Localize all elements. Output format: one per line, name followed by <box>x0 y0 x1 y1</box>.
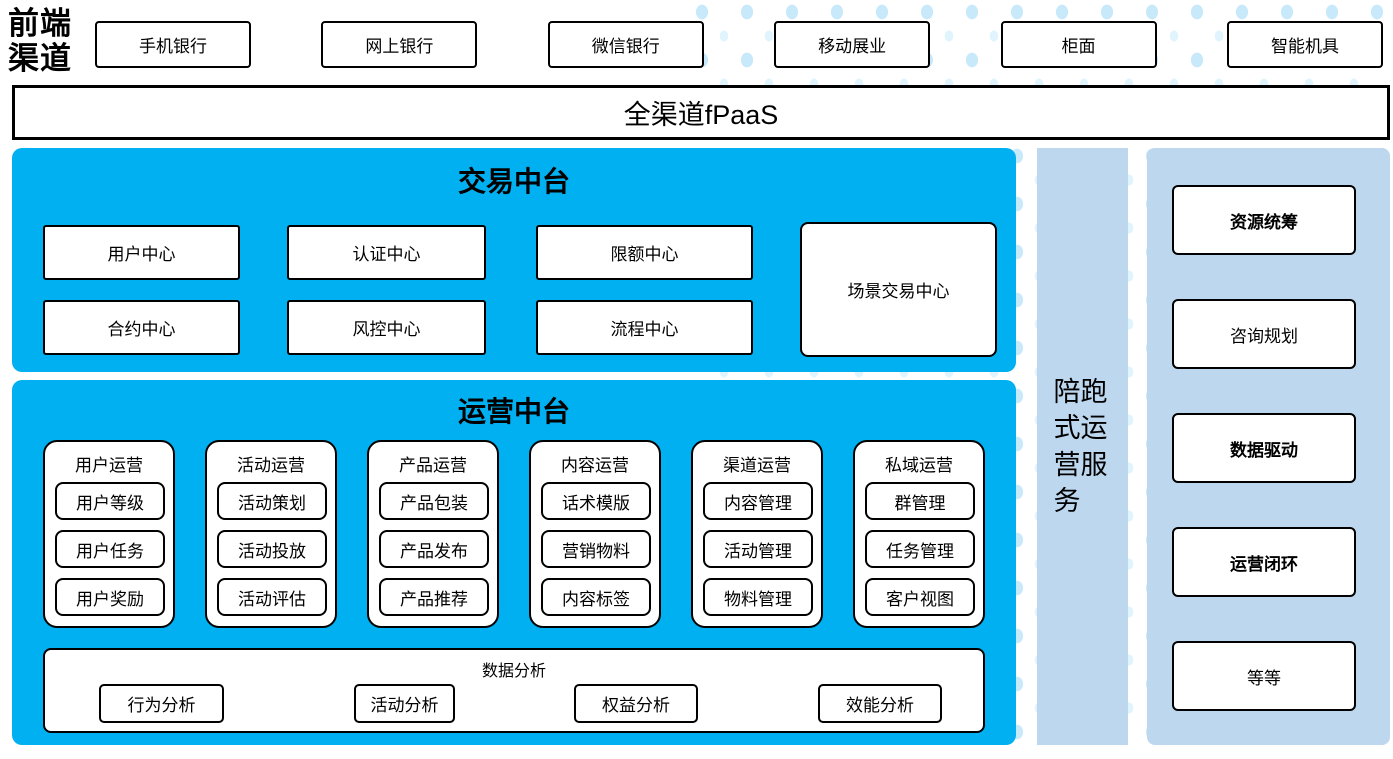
ops-closed-loop-box: 运营闭环 <box>1172 527 1356 597</box>
group-item: 活动管理 <box>703 530 813 568</box>
fpaas-bar: 全渠道fPaaS <box>12 85 1390 140</box>
channel-mobile-banking: 手机银行 <box>95 21 251 68</box>
group-item: 用户任务 <box>55 530 165 568</box>
group-product-ops: 产品运营 产品包装 产品发布 产品推荐 <box>367 440 499 628</box>
right-service-panel: 资源统筹 咨询规划 数据驱动 运营闭环 等等 <box>1147 148 1390 745</box>
ops-platform-title: 运营中台 <box>457 396 570 427</box>
group-title: 渠道运营 <box>723 456 791 475</box>
etc-box: 等等 <box>1172 641 1356 711</box>
group-item: 产品包装 <box>379 482 489 520</box>
group-item: 活动评估 <box>217 578 327 616</box>
scene-trade-center-box: 场景交易中心 <box>800 222 997 357</box>
data-analysis-box: 数据分析 行为分析 活动分析 权益分析 效能分析 <box>43 648 985 733</box>
group-activity-ops: 活动运营 活动策划 活动投放 活动评估 <box>205 440 337 628</box>
front-channels-label: 前端渠道 <box>8 6 72 77</box>
contract-center-box: 合约中心 <box>43 300 240 355</box>
activity-analysis-box: 活动分析 <box>354 684 455 723</box>
group-item: 话术模版 <box>541 482 651 520</box>
group-user-ops: 用户运营 用户等级 用户任务 用户奖励 <box>43 440 175 628</box>
limit-center-box: 限额中心 <box>536 225 753 280</box>
risk-center-box: 风控中心 <box>287 300 486 355</box>
channel-smart-devices: 智能机具 <box>1226 21 1383 68</box>
group-title: 活动运营 <box>237 456 305 475</box>
group-item: 活动投放 <box>217 530 327 568</box>
group-item: 用户等级 <box>55 482 165 520</box>
channel-row: 手机银行 网上银行 微信银行 移动展业 柜面 智能机具 <box>95 21 1383 68</box>
ops-platform-panel: 运营中台 用户运营 用户等级 用户任务 用户奖励 活动运营 活动策划 活动投放 … <box>12 380 1016 745</box>
data-analysis-title: 数据分析 <box>481 663 546 680</box>
group-channel-ops: 渠道运营 内容管理 活动管理 物料管理 <box>691 440 823 628</box>
group-title: 用户运营 <box>75 456 143 475</box>
process-center-box: 流程中心 <box>536 300 753 355</box>
consulting-planning-box: 咨询规划 <box>1172 299 1356 369</box>
behavior-analysis-box: 行为分析 <box>99 684 224 723</box>
resource-coordination-box: 资源统筹 <box>1172 185 1356 255</box>
group-title: 产品运营 <box>399 456 467 475</box>
channel-wechat-banking: 微信银行 <box>547 21 704 68</box>
group-item: 营销物料 <box>541 530 651 568</box>
group-content-ops: 内容运营 话术模版 营销物料 内容标签 <box>529 440 661 628</box>
group-item: 产品发布 <box>379 530 489 568</box>
group-item: 内容标签 <box>541 578 651 616</box>
rights-analysis-box: 权益分析 <box>574 684 698 723</box>
group-item: 产品推荐 <box>379 578 489 616</box>
group-title: 私域运营 <box>885 456 953 475</box>
group-item: 物料管理 <box>703 578 813 616</box>
channel-online-banking: 网上银行 <box>321 21 478 68</box>
efficiency-analysis-box: 效能分析 <box>818 684 942 723</box>
group-item: 内容管理 <box>703 482 813 520</box>
group-item: 客户视图 <box>865 578 975 616</box>
group-item: 活动策划 <box>217 482 327 520</box>
side-service-bar: 陪跑式运营服务 <box>1037 148 1128 745</box>
data-driven-box: 数据驱动 <box>1172 413 1356 483</box>
group-item: 任务管理 <box>865 530 975 568</box>
trade-platform-title: 交易中台 <box>457 166 570 197</box>
group-title: 内容运营 <box>561 456 629 475</box>
auth-center-box: 认证中心 <box>287 225 486 280</box>
channel-counter: 柜面 <box>1000 21 1157 68</box>
group-private-domain-ops: 私域运营 群管理 任务管理 客户视图 <box>853 440 985 628</box>
user-center-box: 用户中心 <box>43 225 240 280</box>
channel-mobile-outreach: 移动展业 <box>774 21 931 68</box>
side-service-label: 陪跑式运营服务 <box>1053 376 1108 516</box>
group-item: 群管理 <box>865 482 975 520</box>
trade-platform-panel: 交易中台 用户中心 认证中心 限额中心 合约中心 风控中心 流程中心 场景交易中… <box>12 148 1016 372</box>
group-item: 用户奖励 <box>55 578 165 616</box>
